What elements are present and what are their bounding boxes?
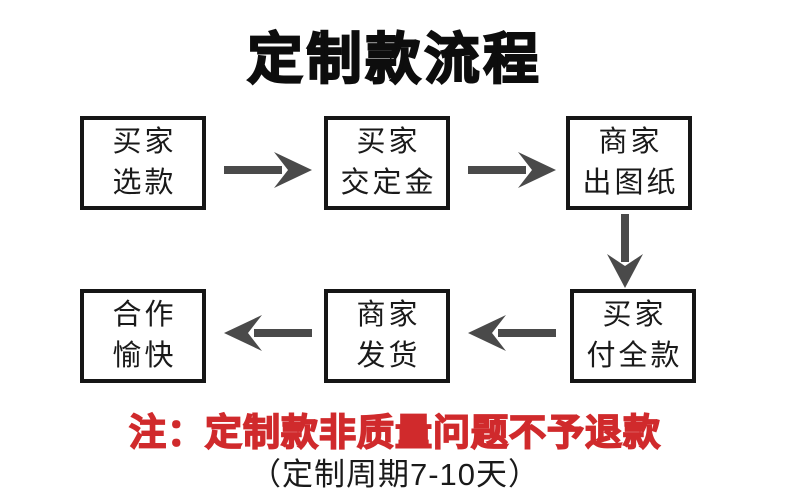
flow-step-label: 买家: [356, 126, 421, 158]
refund-note: 注：定制款非质量问题不予退款: [128, 411, 661, 454]
flow-step-label: 合作: [112, 299, 177, 331]
flow-step-label: 商家: [356, 299, 421, 331]
arrow-right-icon: [468, 152, 556, 188]
arrow-left-icon: [224, 315, 312, 351]
flow-step-label: 出图纸: [582, 167, 679, 199]
flow-step-merchant-ship: 商家 发货: [324, 289, 450, 383]
flow-step-buyer-select: 买家 选款: [80, 116, 206, 210]
flow-step-label: 付全款: [586, 340, 683, 372]
flow-step-buyer-full-payment: 买家 付全款: [570, 289, 696, 383]
arrow-left-icon: [468, 315, 556, 351]
flow-step-label: 交定金: [340, 167, 437, 199]
flow-step-label: 愉快: [112, 340, 177, 372]
flow-step-label: 选款: [112, 167, 177, 199]
flow-step-cooperation: 合作 愉快: [80, 289, 206, 383]
flow-step-label: 商家: [598, 126, 663, 158]
flow-step-buyer-deposit: 买家 交定金: [324, 116, 450, 210]
page-title: 定制款流程: [246, 27, 543, 91]
flow-step-label: 发货: [356, 340, 421, 372]
production-cycle-note: （定制周期7-10天）: [249, 457, 541, 492]
flow-step-label: 买家: [112, 126, 177, 158]
flow-step-merchant-drawing: 商家 出图纸: [566, 116, 692, 210]
arrow-down-icon: [607, 214, 643, 288]
arrow-right-icon: [224, 152, 312, 188]
flow-step-label: 买家: [602, 299, 667, 331]
